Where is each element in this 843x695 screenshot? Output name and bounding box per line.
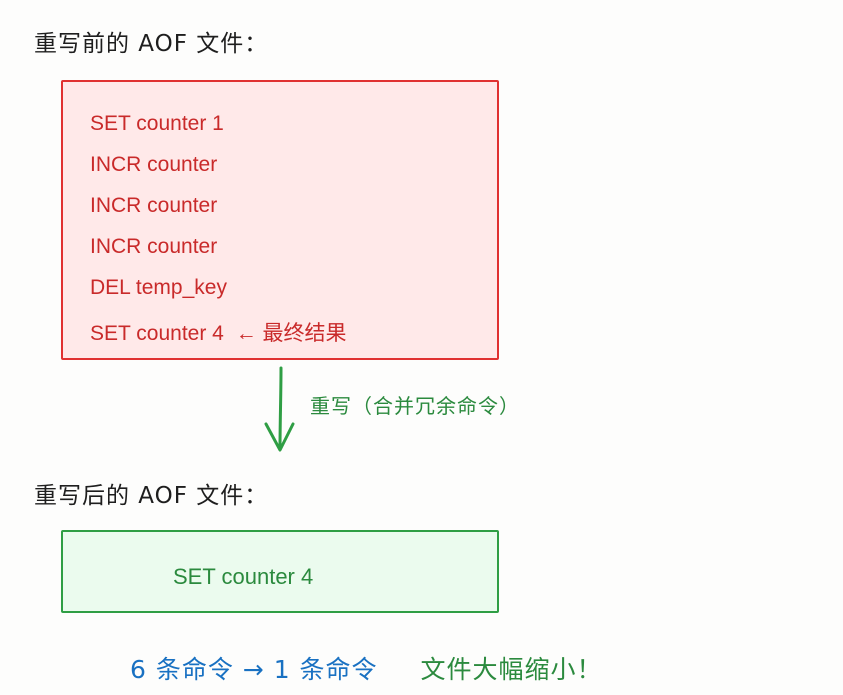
before-command-5: DEL temp_key [90,276,227,299]
after-title: 重写后的 AOF 文件： [34,483,269,509]
before-command-1: SET counter 1 [90,112,224,135]
summary-count-change: 6 条命令 → 1 条命令 [130,655,378,684]
summary-line: 6 条命令 → 1 条命令 文件大幅缩小！ [130,650,603,686]
before-command-2: INCR counter [90,153,218,176]
summary-result: 文件大幅缩小！ [420,655,603,684]
before-title: 重写前的 AOF 文件： [34,31,269,57]
before-command-3: INCR counter [90,194,218,217]
after-command: SET counter 4 [173,564,314,589]
after-aof-box: SET counter 4 [61,530,499,613]
final-result-note: ← 最终结果 [235,322,347,345]
before-command-6-row: SET counter 4 ← 最终结果 [90,317,347,347]
before-command-4: INCR counter [90,235,218,258]
rewrite-label: 重写（合并冗余命令） [310,394,520,418]
rewrite-arrow [264,366,295,452]
rewrite-arrow-head [264,422,295,452]
before-command-6: SET counter 4 [90,322,224,345]
before-aof-box: SET counter 1 INCR counter INCR counter … [61,80,499,360]
rewrite-arrow-shaft [278,366,283,450]
